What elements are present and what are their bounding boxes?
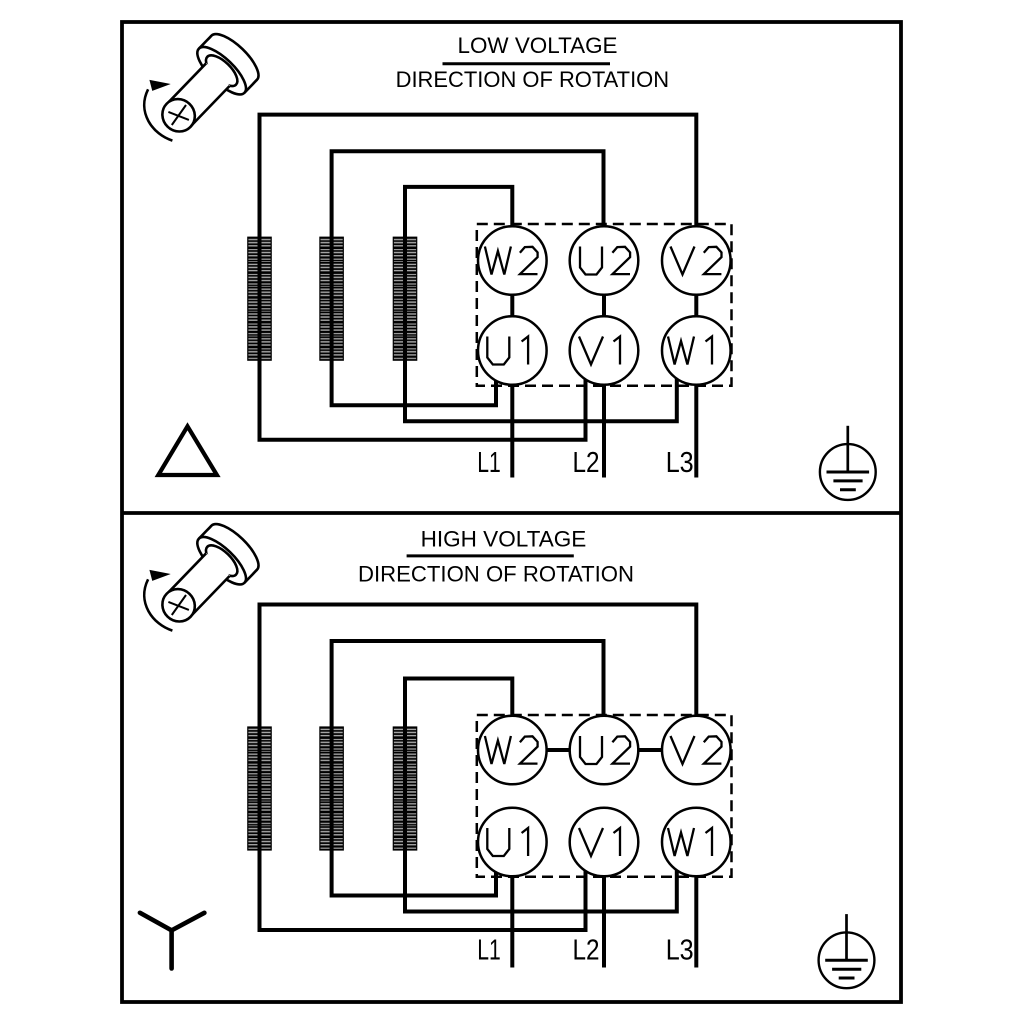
svg-text:L2: L2: [573, 935, 600, 967]
svg-text:L1: L1: [477, 447, 501, 479]
svg-text:HIGH VOLTAGE: HIGH VOLTAGE: [421, 526, 587, 551]
svg-text:LOW VOLTAGE: LOW VOLTAGE: [458, 33, 618, 58]
svg-text:L1: L1: [477, 935, 501, 967]
svg-text:L3: L3: [666, 447, 694, 479]
svg-text:DIRECTION OF ROTATION: DIRECTION OF ROTATION: [396, 67, 669, 92]
svg-text:L3: L3: [666, 935, 694, 967]
svg-text:DIRECTION OF ROTATION: DIRECTION OF ROTATION: [358, 561, 634, 586]
svg-text:L2: L2: [573, 447, 600, 479]
